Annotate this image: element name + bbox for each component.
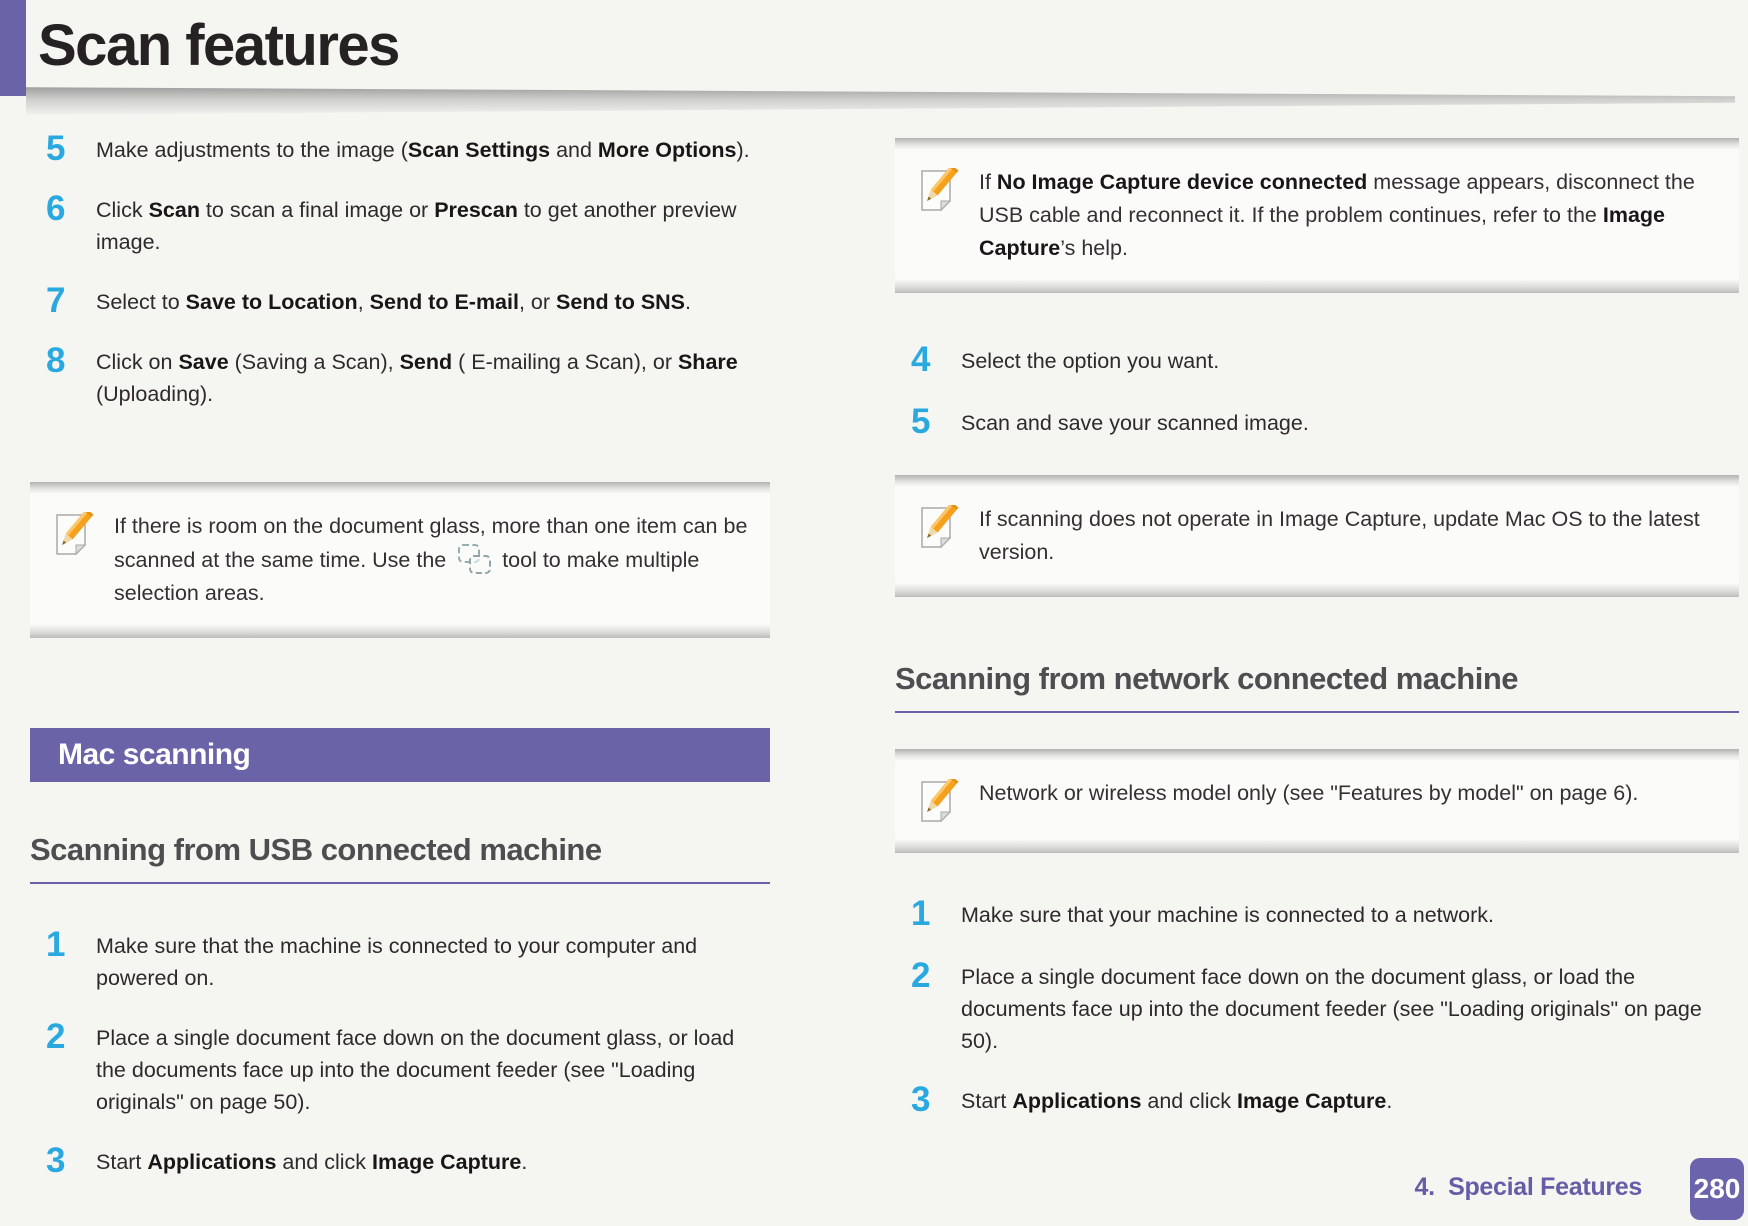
note-pencil-icon [921,779,959,823]
note-text: If there is room on the document glass, … [114,514,748,605]
step-row: 1 Make sure that your machine is connect… [895,894,1739,933]
page-title: Scan features [38,13,400,78]
heading-scanning-network: Scanning from network connected machine [895,661,1739,713]
step-number: 5 [911,402,931,441]
step-text: Make sure that the machine is connected … [96,934,698,990]
note-text: If scanning does not operate in Image Ca… [979,507,1700,564]
step-number: 8 [46,341,66,380]
step-text: Make sure that your machine is connected… [961,903,1494,927]
note-border-bottom [895,279,1739,293]
step-row: 6 Click Scan to scan a final image or Pr… [30,189,770,258]
footer-chapter-label: 4. Special Features [1414,1173,1643,1201]
note-border-bottom [30,624,770,638]
step-number: 2 [46,1017,66,1056]
step-row: 8 Click on Save (Saving a Scan), Send ( … [30,341,770,410]
note-box: If there is room on the document glass, … [30,482,770,638]
step-row: 2 Place a single document face down on t… [30,1017,770,1118]
note-pencil-icon [56,512,94,556]
step-text: Click Scan to scan a final image or Pres… [96,198,737,254]
note-border-top [30,482,770,494]
header-divider-swoosh [26,87,1735,115]
note-pencil-icon [921,505,959,549]
step-number: 2 [911,956,931,995]
step-row: 5 Scan and save your scanned image. [895,402,1739,441]
step-number: 6 [46,189,66,228]
note-box: If scanning does not operate in Image Ca… [895,475,1739,597]
header-accent-bar [0,0,26,96]
multi-selection-tool-icon [455,543,493,577]
note-text: Network or wireless model only (see "Fea… [979,781,1639,805]
note-border-top [895,475,1739,487]
step-text: Make adjustments to the image (Scan Sett… [96,138,750,162]
page-number-text: 280 [1693,1173,1741,1204]
note-border-bottom [895,583,1739,597]
step-number: 7 [46,281,66,320]
step-row: 7 Select to Save to Location, Send to E-… [30,281,770,320]
step-number: 1 [911,894,931,933]
step-text: Select the option you want. [961,349,1220,373]
heading-scanning-usb: Scanning from USB connected machine [30,832,770,884]
step-number: 1 [46,925,66,964]
step-row: 3 Start Applications and click Image Cap… [895,1080,1739,1119]
note-text: If No Image Capture device connected mes… [979,170,1695,260]
step-text: Select to Save to Location, Send to E-ma… [96,290,692,314]
step-number: 3 [911,1080,931,1119]
step-row: 3 Start Applications and click Image Cap… [30,1141,770,1180]
step-row: 2 Place a single document face down on t… [895,956,1739,1057]
note-pencil-icon [921,168,959,212]
step-number: 5 [46,129,66,168]
right-column: If No Image Capture device connected mes… [895,118,1739,1117]
step-text: Start Applications and click Image Captu… [96,1150,528,1174]
note-border-bottom [895,839,1739,853]
footer-page-number: 280 [1690,1158,1744,1220]
left-column: 5 Make adjustments to the image (Scan Se… [30,118,770,1178]
step-text: Start Applications and click Image Captu… [961,1089,1393,1113]
step-text: Place a single document face down on the… [961,965,1702,1053]
step-number: 4 [911,340,931,379]
note-box: Network or wireless model only (see "Fea… [895,749,1739,853]
step-text: Click on Save (Saving a Scan), Send ( E-… [96,350,738,406]
section-banner-mac-scanning: Mac scanning [30,728,770,782]
note-box: If No Image Capture device connected mes… [895,138,1739,293]
note-border-top [895,749,1739,761]
step-row: 4 Select the option you want. [895,340,1739,379]
step-text: Place a single document face down on the… [96,1026,735,1114]
step-number: 3 [46,1141,66,1180]
step-text: Scan and save your scanned image. [961,411,1309,435]
step-row: 5 Make adjustments to the image (Scan Se… [30,129,770,168]
note-border-top [895,138,1739,150]
step-row: 1 Make sure that the machine is connecte… [30,925,770,994]
